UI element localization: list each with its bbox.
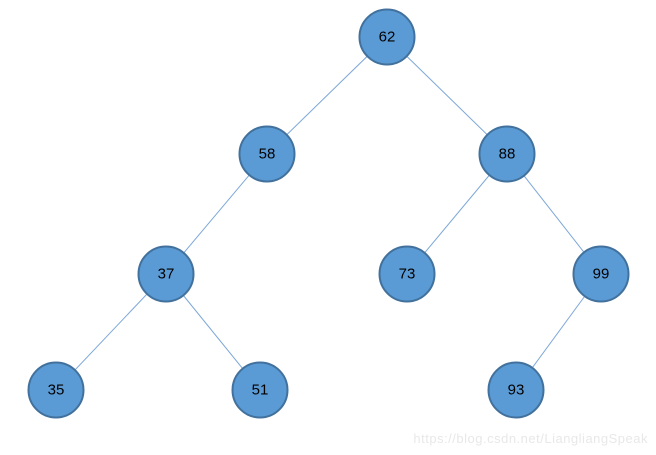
tree-node-73: 73 — [378, 245, 436, 303]
tree-node-label: 51 — [251, 381, 269, 399]
tree-node-label: 35 — [47, 381, 65, 399]
tree-node-58: 58 — [238, 125, 296, 183]
tree-node-label: 99 — [592, 265, 610, 283]
tree-node-88: 88 — [478, 125, 536, 183]
tree-node-35: 35 — [27, 361, 85, 419]
tree-node-62: 62 — [358, 8, 416, 66]
tree-node-label: 37 — [157, 265, 175, 283]
tree-node-label: 73 — [398, 265, 416, 283]
tree-node-37: 37 — [137, 245, 195, 303]
tree-node-label: 88 — [498, 145, 516, 163]
tree-node-label: 62 — [378, 28, 396, 46]
watermark: https://blog.csdn.net/LiangliangSpeak — [413, 431, 648, 446]
tree-node-label: 93 — [507, 381, 525, 399]
tree-node-51: 51 — [231, 361, 289, 419]
tree-node-label: 58 — [258, 145, 276, 163]
tree-node-99: 99 — [572, 245, 630, 303]
tree-node-93: 93 — [487, 361, 545, 419]
